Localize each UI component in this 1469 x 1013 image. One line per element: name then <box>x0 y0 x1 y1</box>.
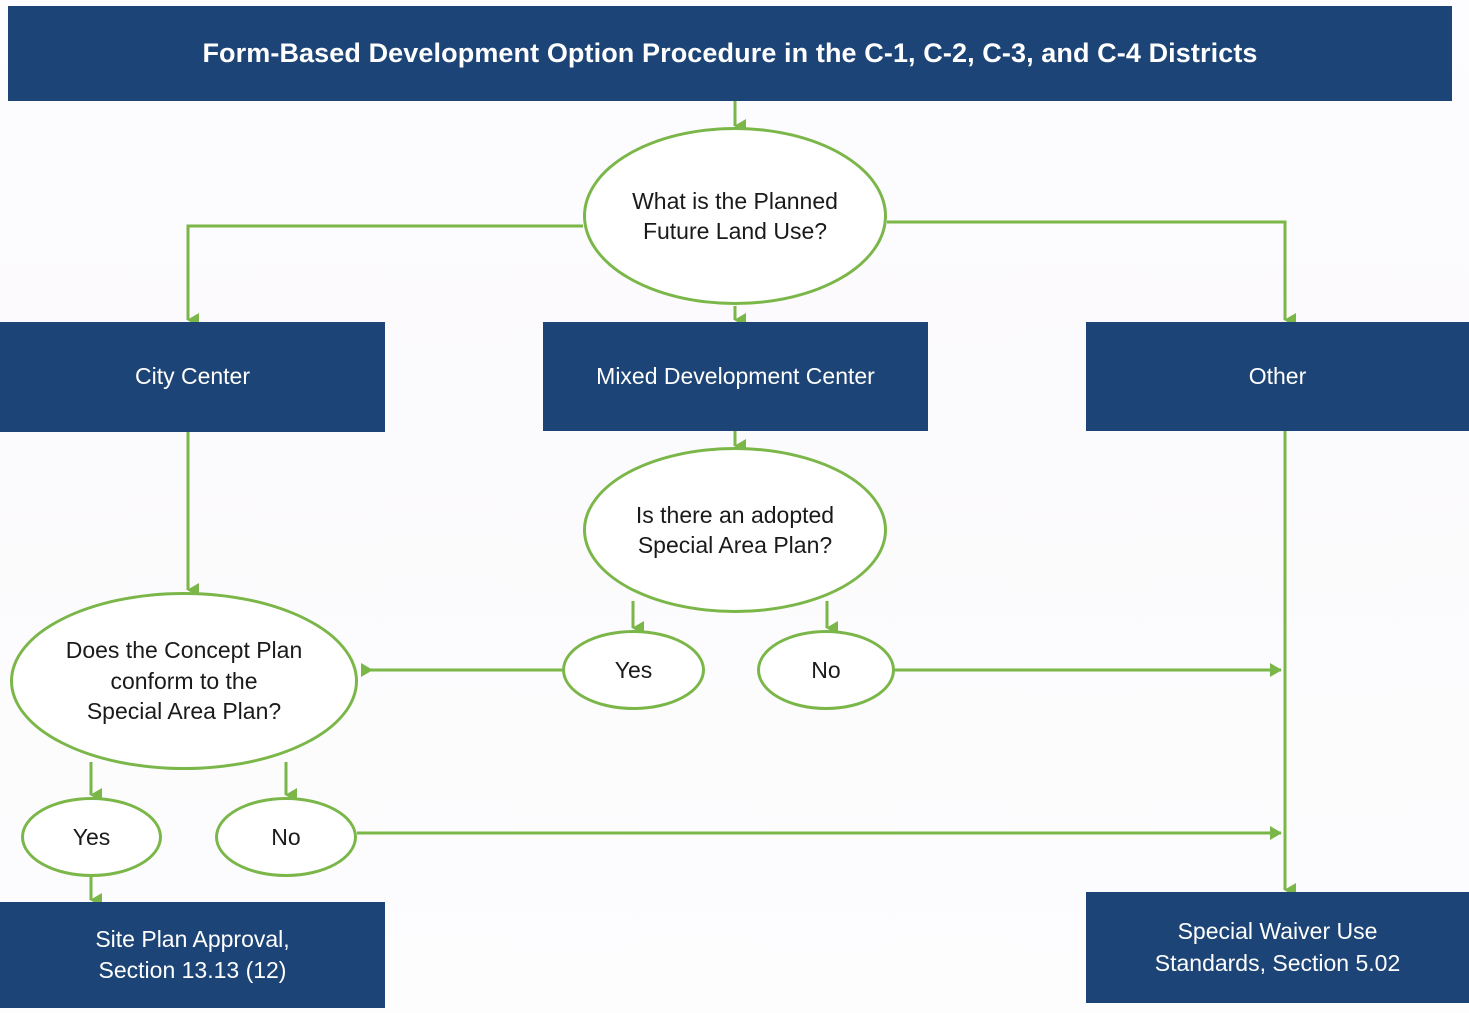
node-other[interactable]: Other <box>1086 322 1469 431</box>
node-label: Yes <box>72 823 111 850</box>
node-label: City Center <box>134 363 251 390</box>
edge-landuse-to-other <box>887 220 1296 327</box>
node-label: Site Plan Approval, Section 13.13 (12) <box>95 925 290 983</box>
node-site-plan-approval[interactable]: Site Plan Approval, Section 13.13 (12) <box>0 902 385 1008</box>
node-conform-yes[interactable]: Yes <box>21 797 162 877</box>
node-label: Is there an adopted Special Area Plan? <box>635 501 835 558</box>
node-conform-no[interactable]: No <box>215 797 357 877</box>
node-label: Yes <box>614 656 653 683</box>
node-planned-future-land-use[interactable]: What is the Planned Future Land Use? <box>583 127 887 305</box>
node-mixed-development-center[interactable]: Mixed Development Center <box>543 322 928 431</box>
node-does-concept-plan-conform[interactable]: Does the Concept Plan conform to the Spe… <box>10 592 358 770</box>
node-label: Does the Concept Plan conform to the Spe… <box>65 637 303 725</box>
node-label: No <box>811 656 841 683</box>
diagram-title-banner: Form-Based Development Option Procedure … <box>8 6 1452 101</box>
node-sap-no[interactable]: No <box>757 630 895 710</box>
page-title: Form-Based Development Option Procedure … <box>202 38 1258 69</box>
node-label: Special Waiver Use Standards, Section 5.… <box>1154 918 1401 976</box>
node-label: Other <box>1248 362 1307 389</box>
node-label: What is the Planned Future Land Use? <box>632 187 838 244</box>
node-sap-yes[interactable]: Yes <box>562 630 705 710</box>
node-city-center[interactable]: City Center <box>0 322 385 432</box>
node-label: Mixed Development Center <box>596 362 875 389</box>
node-special-waiver-use-standards[interactable]: Special Waiver Use Standards, Section 5.… <box>1086 892 1469 1003</box>
node-label: No <box>271 823 301 850</box>
edge-landuse-to-city-center <box>186 224 583 327</box>
node-is-there-adopted-special-area-plan[interactable]: Is there an adopted Special Area Plan? <box>583 447 887 613</box>
